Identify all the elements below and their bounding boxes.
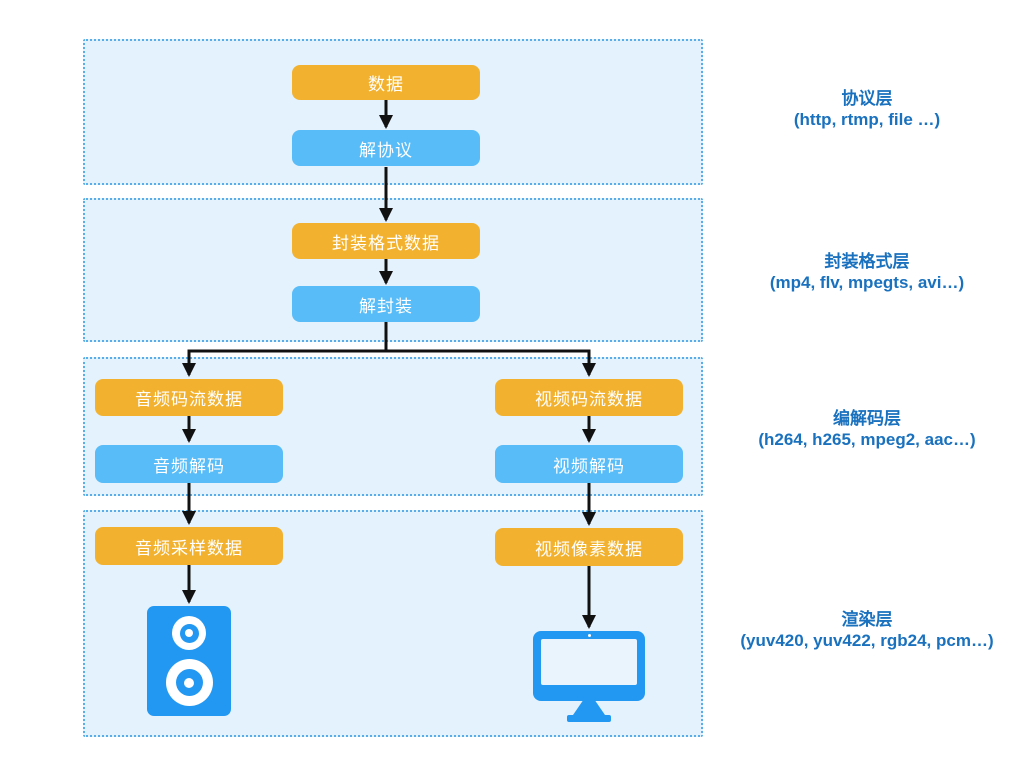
- label-render-layer: 渲染层 (yuv420, yuv422, rgb24, pcm…): [729, 609, 1005, 651]
- node-demux: 解封装: [292, 286, 480, 322]
- node-data: 数据: [292, 65, 480, 100]
- label-sub: (h264, h265, mpeg2, aac…): [758, 430, 976, 449]
- monitor-stand-base: [567, 715, 611, 722]
- label-sub: (mp4, flv, mpegts, avi…): [769, 273, 965, 292]
- node-format-data: 封装格式数据: [292, 223, 480, 259]
- label-title: 协议层: [841, 89, 893, 108]
- speaker-icon: [147, 606, 231, 716]
- monitor-stand-neck: [573, 701, 605, 715]
- node-video-pixel-data: 视频像素数据: [495, 528, 683, 566]
- node-audio-decode: 音频解码: [95, 445, 283, 483]
- label-title: 编解码层: [833, 409, 901, 428]
- node-deprotocol: 解协议: [292, 130, 480, 166]
- label-sub: (http, rtmp, file …): [793, 110, 941, 129]
- label-title: 封装格式层: [824, 252, 910, 271]
- label-title: 渲染层: [841, 610, 893, 629]
- monitor-screen: [541, 639, 637, 685]
- label-sub: (yuv420, yuv422, rgb24, pcm…): [740, 631, 994, 650]
- label-codec-layer: 编解码层 (h264, h265, mpeg2, aac…): [729, 408, 1005, 450]
- label-format-layer: 封装格式层 (mp4, flv, mpegts, avi…): [729, 251, 1005, 293]
- node-audio-stream-data: 音频码流数据: [95, 379, 283, 416]
- node-video-stream-data: 视频码流数据: [495, 379, 683, 416]
- monitor-icon: [533, 631, 645, 723]
- label-protocol-layer: 协议层 (http, rtmp, file …): [729, 88, 1005, 130]
- speaker-tweeter: [172, 616, 206, 650]
- speaker-woofer: [165, 659, 213, 706]
- node-audio-sample-data: 音频采样数据: [95, 527, 283, 565]
- monitor-camera-dot: [587, 634, 591, 637]
- node-video-decode: 视频解码: [495, 445, 683, 483]
- monitor-frame: [533, 631, 645, 701]
